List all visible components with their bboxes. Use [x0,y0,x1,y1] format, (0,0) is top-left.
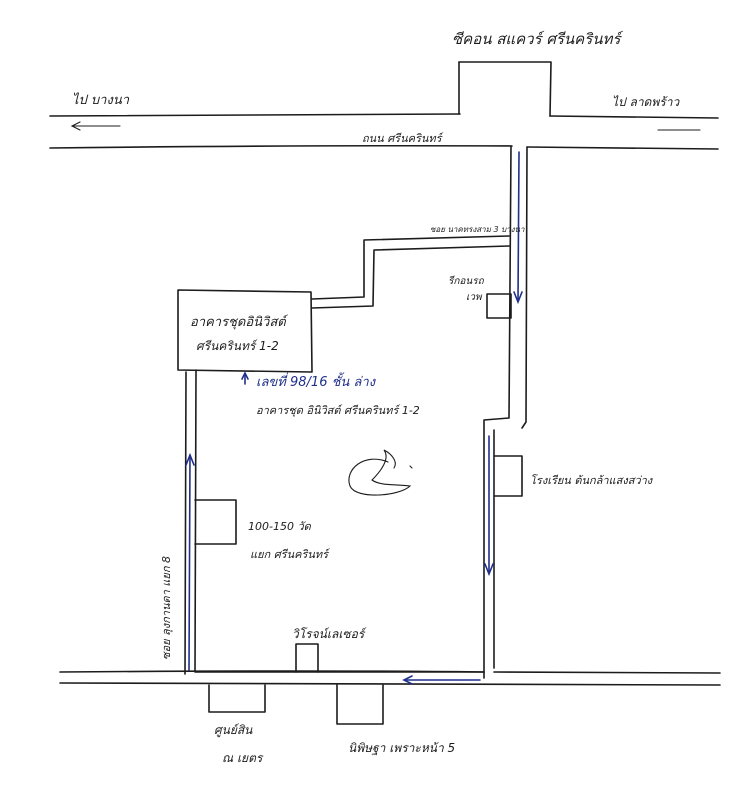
bottom-shop [295,643,319,673]
right-small-building [486,293,512,319]
right-shop [493,455,523,497]
left-road [184,369,197,675]
route-arrows-right [484,151,523,577]
left-road-label: ซอย ลุงกานดา แยก 8 [160,556,173,660]
bottom-shop-label: วิโรจน์เลเซอร์ [292,627,367,641]
bottom-left-label-2: ณ เยตร [222,751,264,765]
office-building-line-1: อาคารชุดอินิวิสต์ [190,314,289,330]
bottom-road [59,670,721,686]
to-bangkapi-label: ไป ลาดพร้าว [612,95,680,109]
soi-entrance-label: ซอย นาคทรงสาม 3 บางนา [430,225,525,234]
right-building-label-1: รีกอนรถ [448,275,485,287]
right-road [483,145,528,679]
route-arrows-left [185,371,249,671]
left-shop-line-1: 100-150 วัด [248,520,312,533]
main-road-label: ถนน ศรีนครินทร์ [362,132,445,145]
main-road [49,113,719,150]
address-line-1: เลขที่ 98/16 ชั้น ล่าง [256,372,377,390]
route-arrow-bottom [402,675,481,685]
bottom-left-label-1: ศูนย์สิน [214,723,253,738]
lane-to-building [311,235,510,309]
office-building [177,289,313,373]
bottom-left-building [208,684,266,713]
left-direction-arrow [70,121,121,131]
top-building [458,61,552,117]
office-building-line-2: ศรีนครินทร์ 1-2 [196,339,279,353]
address-line-2: อาคารชุด อินิวิสต์ ศรีนครินทร์ 1-2 [256,404,420,417]
bottom-right-building [336,684,384,725]
top-building-label: ซีคอน สแควร์ ศรีนครินทร์ [452,30,623,48]
location-marker [348,449,413,496]
right-building-label-2: เวพ [466,292,483,303]
left-shop [194,499,237,545]
left-shop-line-2: แยก ศรีนครินทร์ [250,548,331,561]
to-bangna-label: ไป บางนา [72,92,130,108]
right-shop-label: โรงเรียน ต้นกล้าแสงสว่าง [530,474,654,487]
bottom-right-label: นิพิษฐา เพราะหน้า 5 [348,741,455,756]
